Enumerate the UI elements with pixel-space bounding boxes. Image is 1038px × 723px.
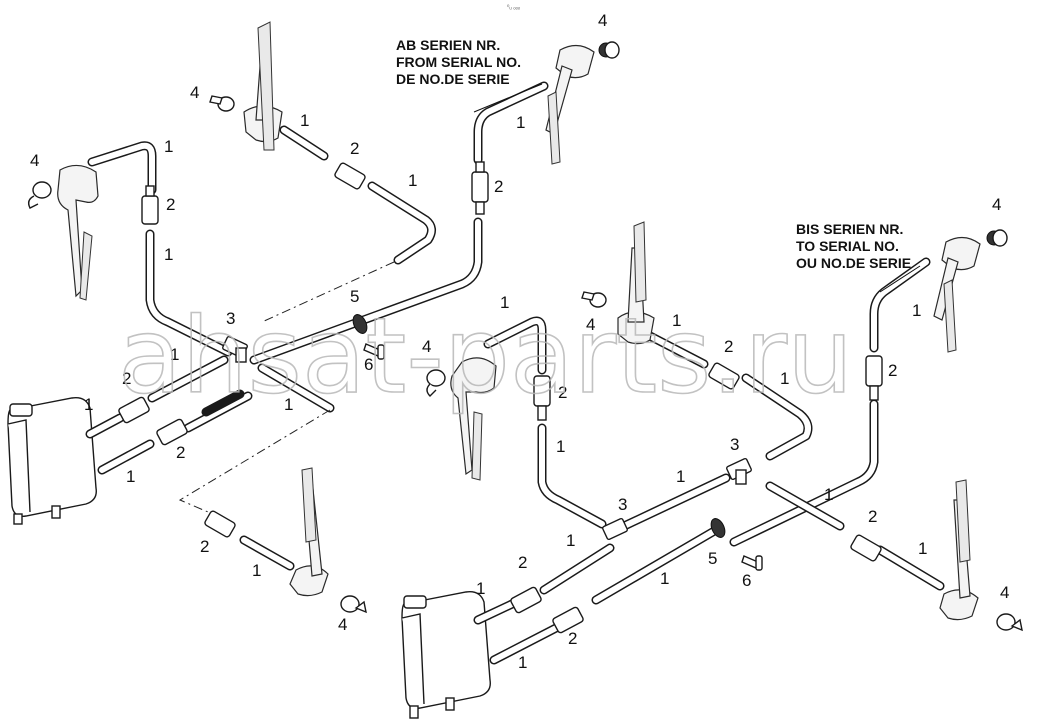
callout-hose: 1 xyxy=(170,345,179,364)
corner-mark: ⁰ᵤ ₒₒₒ xyxy=(507,4,521,11)
callout-check-valve: 2 xyxy=(518,553,527,572)
callout-check-valve: 2 xyxy=(176,443,185,462)
callout-check-valve: 2 xyxy=(494,177,503,196)
callout-nozzle: 4 xyxy=(598,11,607,30)
callout-screw: 6 xyxy=(364,355,373,374)
callout-screw: 6 xyxy=(742,571,751,590)
callout-check-valve: 2 xyxy=(166,195,175,214)
callout-hose: 1 xyxy=(126,467,135,486)
callout-hose: 1 xyxy=(566,531,575,550)
callout-hose: 1 xyxy=(500,293,509,312)
washer-nozzle-icon xyxy=(27,41,620,614)
callout-hose: 1 xyxy=(660,569,669,588)
right-assembly xyxy=(401,221,1023,719)
callout-check-valve: 2 xyxy=(350,139,359,158)
callout-hose: 1 xyxy=(516,113,525,132)
callout-hose: 1 xyxy=(164,137,173,156)
callout-hose: 1 xyxy=(912,301,921,320)
callout-check-valve: 2 xyxy=(724,337,733,356)
callout-check-valve: 2 xyxy=(868,507,877,526)
callout-hose: 1 xyxy=(780,369,789,388)
callout-hose: 1 xyxy=(672,311,681,330)
hose-clamp-icon xyxy=(710,518,726,538)
callout-nozzle: 4 xyxy=(992,195,1001,214)
callout-nozzle: 4 xyxy=(1000,583,1009,602)
callout-hose: 1 xyxy=(476,579,485,598)
note-to-line-3: OU NO.DE SERIE xyxy=(796,255,911,271)
callout-nozzle: 4 xyxy=(422,337,431,356)
wiper-arm-icon xyxy=(57,21,595,597)
note-to-serial: BIS SERIEN NR. TO SERIAL NO. OU NO.DE SE… xyxy=(796,221,911,271)
callout-hose: 1 xyxy=(824,485,833,504)
callout-hose: 1 xyxy=(676,467,685,486)
hose-clamp-icon xyxy=(352,314,368,334)
callout-hose: 1 xyxy=(164,245,173,264)
left-hoses xyxy=(85,81,549,571)
washer-reservoir-icon xyxy=(401,591,491,719)
callout-hose: 1 xyxy=(408,171,417,190)
callout-clamp: 5 xyxy=(350,287,359,306)
callout-check-valve: 2 xyxy=(200,537,209,556)
washer-reservoir-icon xyxy=(7,397,97,525)
callout-t-connector: 3 xyxy=(730,435,739,454)
callout-hose: 1 xyxy=(84,395,93,414)
callout-check-valve: 2 xyxy=(558,383,567,402)
callout-check-valve: 2 xyxy=(568,629,577,648)
callout-hose: 1 xyxy=(284,395,293,414)
callout-nozzle: 4 xyxy=(586,315,595,334)
check-valve-icon xyxy=(118,161,489,538)
callout-hose: 1 xyxy=(918,539,927,558)
t-connector-icon xyxy=(602,457,752,541)
callout-check-valve: 2 xyxy=(888,361,897,380)
check-valve-icon xyxy=(510,355,883,634)
callout-clamp: 5 xyxy=(708,549,717,568)
callout-hose: 1 xyxy=(518,653,527,672)
screw-icon xyxy=(363,343,385,360)
callout-t-connector: 3 xyxy=(226,309,235,328)
watermark: ahsat-parts.ru xyxy=(118,295,853,417)
note-to-line-2: TO SERIAL NO. xyxy=(796,238,899,254)
screw-icon xyxy=(741,555,763,571)
note-to-line-1: BIS SERIEN NR. xyxy=(796,221,903,237)
leader-lines xyxy=(473,83,921,293)
washer-nozzle-icon xyxy=(426,229,1023,632)
left-assembly xyxy=(7,21,620,614)
wiper-arm-icon xyxy=(450,221,981,621)
callout-check-valve: 2 xyxy=(122,369,131,388)
callout-hose: 1 xyxy=(252,561,261,580)
right-hoses xyxy=(473,257,945,665)
callout-t-connector: 3 xyxy=(618,495,627,514)
note-from-line-2: FROM SERIAL NO. xyxy=(396,54,521,70)
t-connector-icon xyxy=(222,335,248,363)
note-from-serial: AB SERIEN NR. FROM SERIAL NO. DE NO.DE S… xyxy=(396,37,521,87)
callout-hose: 1 xyxy=(556,437,565,456)
note-from-line-1: AB SERIEN NR. xyxy=(396,37,500,53)
callout-hose: 1 xyxy=(300,111,309,130)
callout-nozzle: 4 xyxy=(190,83,199,102)
callout-nozzle: 4 xyxy=(338,615,347,634)
callout-nozzle: 4 xyxy=(30,151,39,170)
callouts: 1 1 1 1 1 1 1 1 1 1 1 1 1 1 1 1 1 1 1 1 … xyxy=(30,11,1009,672)
note-from-line-3: DE NO.DE SERIE xyxy=(396,71,510,87)
